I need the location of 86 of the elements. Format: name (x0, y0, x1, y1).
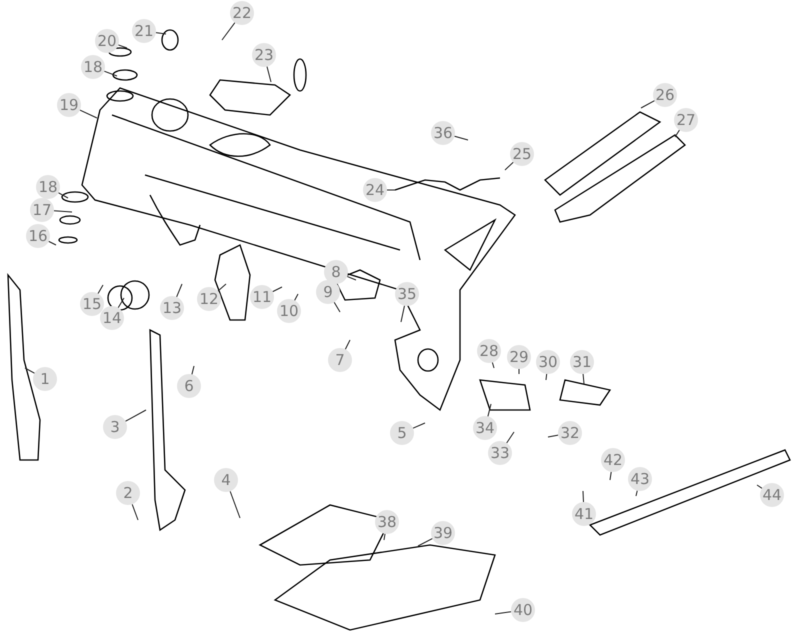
leader-line (518, 368, 520, 374)
callout-number: 8 (324, 260, 348, 284)
callout-number: 39 (431, 521, 455, 545)
leader-line (176, 284, 182, 298)
callout-number: 20 (95, 29, 119, 53)
leader-line (494, 611, 512, 614)
callout-number: 27 (674, 108, 698, 132)
leader-line (218, 284, 226, 292)
leader-line (412, 422, 426, 429)
callout-number: 43 (628, 467, 652, 491)
leader-line (24, 368, 35, 374)
callout-number: 42 (601, 448, 625, 472)
leader-line (418, 538, 433, 546)
callout-number: 7 (328, 348, 352, 372)
leader-line (487, 404, 492, 417)
callout-number: 1 (33, 367, 57, 391)
leader-line (384, 533, 386, 540)
leader-line (546, 373, 548, 380)
leader-line (344, 340, 350, 350)
leader-line (400, 305, 405, 322)
leader-line (506, 432, 514, 444)
leader-line (230, 490, 240, 518)
leader-line (492, 362, 494, 368)
leader-line (294, 294, 298, 301)
leader-line (266, 66, 272, 82)
leader-line (272, 286, 282, 292)
leader-line (155, 32, 166, 34)
leader-line (334, 302, 340, 312)
callout-number: 6 (177, 374, 201, 398)
leader-line (79, 110, 98, 118)
leader-line (756, 484, 763, 489)
callout-number: 41 (572, 502, 596, 526)
leader-line (504, 162, 514, 170)
callout-number: 24 (363, 178, 387, 202)
callout-number: 30 (536, 350, 560, 374)
callout-number: 23 (252, 43, 276, 67)
leader-line (610, 471, 612, 480)
callout-number: 4 (214, 468, 238, 492)
leader-line (548, 434, 559, 438)
callout-number: 29 (507, 345, 531, 369)
callout-number: 22 (230, 1, 254, 25)
leader-line (222, 22, 236, 40)
callout-number: 3 (103, 415, 127, 439)
leader-line (104, 70, 118, 76)
callout-number: 13 (160, 296, 184, 320)
leader-line (454, 136, 468, 140)
leader-line (582, 373, 584, 384)
callout-number: 40 (511, 598, 535, 622)
callout-number: 18 (81, 55, 105, 79)
callout-number: 19 (57, 93, 81, 117)
leader-line (582, 490, 584, 502)
callout-number: 17 (30, 198, 54, 222)
leader-line (118, 298, 124, 308)
callout-number: 11 (250, 285, 274, 309)
callout-number: 10 (277, 299, 301, 323)
leader-line (98, 284, 104, 294)
leader-line (132, 504, 138, 520)
callout-number: 21 (132, 19, 156, 43)
callout-number: 28 (477, 339, 501, 363)
leader-line (53, 210, 72, 212)
callout-number: 31 (570, 350, 594, 374)
callout-number: 35 (395, 282, 419, 306)
leader-line (118, 44, 128, 48)
leader-line (346, 276, 356, 280)
callout-number: 36 (431, 121, 455, 145)
leader-line (191, 366, 194, 375)
callout-number: 34 (473, 416, 497, 440)
callout-number: 14 (100, 306, 124, 330)
callout-number: 2 (116, 481, 140, 505)
leader-line (640, 100, 655, 108)
callout-number: 44 (760, 483, 784, 507)
callout-number: 16 (26, 224, 50, 248)
callout-number: 26 (653, 83, 677, 107)
callout-number: 12 (197, 287, 221, 311)
leader-line (636, 490, 638, 496)
callout-number: 32 (558, 421, 582, 445)
callout-number: 18 (36, 175, 60, 199)
callout-number: 25 (510, 142, 534, 166)
callout-number: 38 (375, 510, 399, 534)
callout-number: 5 (390, 421, 414, 445)
leader-line (674, 130, 680, 138)
leader-line (125, 410, 146, 422)
callout-number: 9 (316, 280, 340, 304)
leader-line (58, 192, 68, 198)
callout-number: 15 (80, 292, 104, 316)
callout-number: 33 (488, 441, 512, 465)
